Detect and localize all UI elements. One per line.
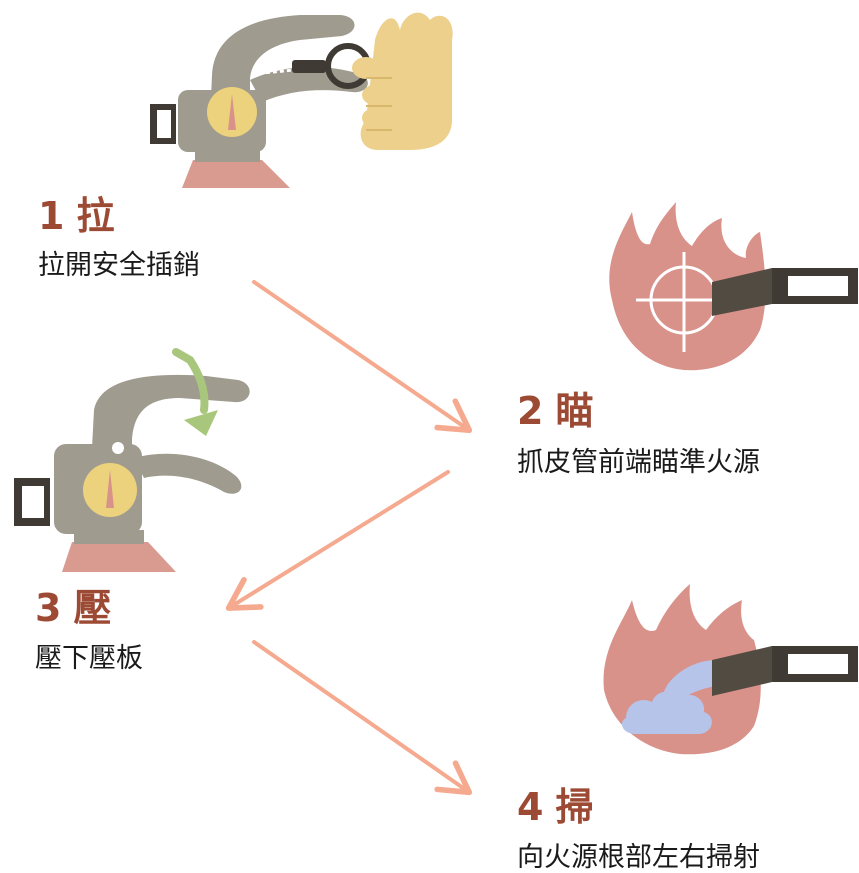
step-4-description: 向火源根部左右掃射 <box>517 842 760 873</box>
step-4-keyword: 掃 <box>555 785 594 829</box>
sweep-spray-at-fire-icon <box>603 584 858 755</box>
step-2-number: 2 <box>517 389 544 433</box>
arrow-step2-to-step3 <box>225 470 450 611</box>
step-4-number: 4 <box>517 785 544 829</box>
step-3-keyword: 壓 <box>73 586 112 630</box>
step-1-description: 拉開安全插銷 <box>38 250 200 281</box>
step-1-keyword: 拉 <box>76 194 115 238</box>
step-3-description: 壓下壓板 <box>35 643 143 674</box>
press-lever-illustration-icon <box>14 348 250 572</box>
arrow-step1-to-step2 <box>252 280 473 434</box>
step-2-keyword: 瞄 <box>555 389 594 433</box>
arrow-step3-to-step4 <box>252 640 473 796</box>
step-3-number: 3 <box>35 586 62 630</box>
aim-nozzle-at-fire-icon <box>609 202 858 371</box>
step-1-number: 1 <box>38 194 65 238</box>
step-2-description: 抓皮管前端瞄準火源 <box>517 447 760 478</box>
pull-pin-illustration-icon <box>150 12 453 188</box>
